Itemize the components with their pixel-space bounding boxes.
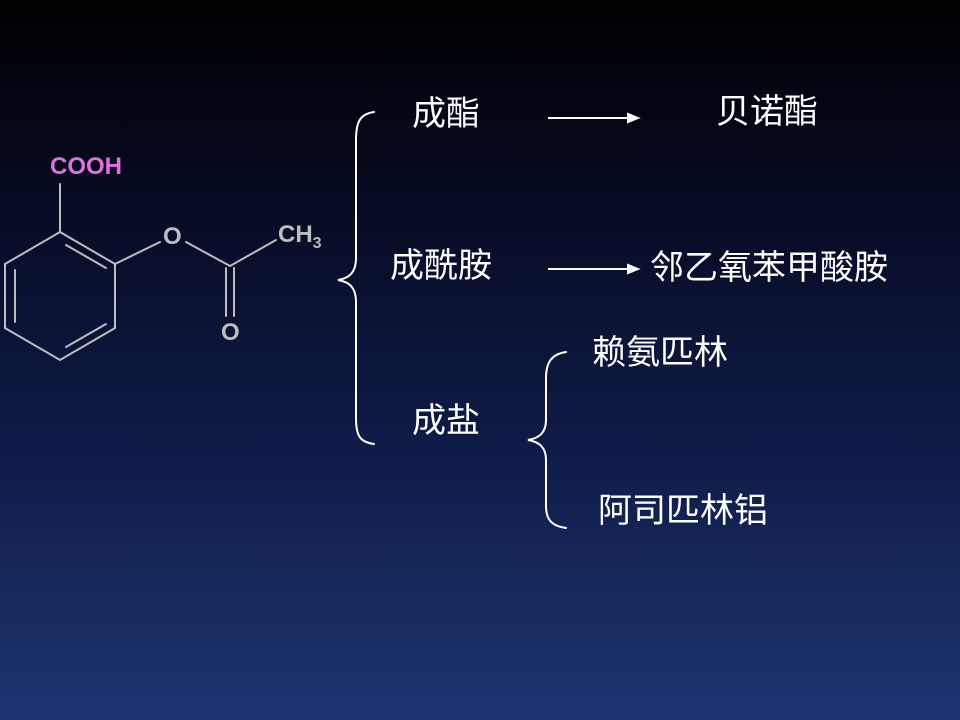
product-benorilate: 贝诺酯 [716,92,818,132]
reaction-type-salt: 成盐 [412,401,480,441]
cooh-label: COOH [50,153,122,180]
ester-oxygen-label: O [163,223,182,250]
methyl-subscript: 3 [312,234,322,252]
ester-bond-2 [185,241,231,267]
product-lysine-aspirin: 赖氨匹林 [592,333,728,373]
salt-brace [527,351,567,529]
ester-bond-1 [114,241,161,265]
reaction-type-amidation: 成酰胺 [390,246,492,286]
arrow-head [627,263,641,275]
arrow-head [627,112,641,124]
product-aluminum-aspirin: 阿司匹林铝 [598,491,768,531]
benzene-ring [4,230,116,362]
ring-double-bond [65,323,107,348]
methyl-bond [229,239,277,267]
reaction-type-esterification: 成酯 [412,94,480,134]
ring-double-bond [65,244,107,269]
methyl-text: CH [278,221,313,248]
methyl-label: CH3 [278,220,322,259]
carbonyl-oxygen-label: O [221,319,240,346]
main-brace [337,111,375,445]
product-ethoxybenzamide: 邻乙氧苯甲酸胺 [650,248,888,288]
